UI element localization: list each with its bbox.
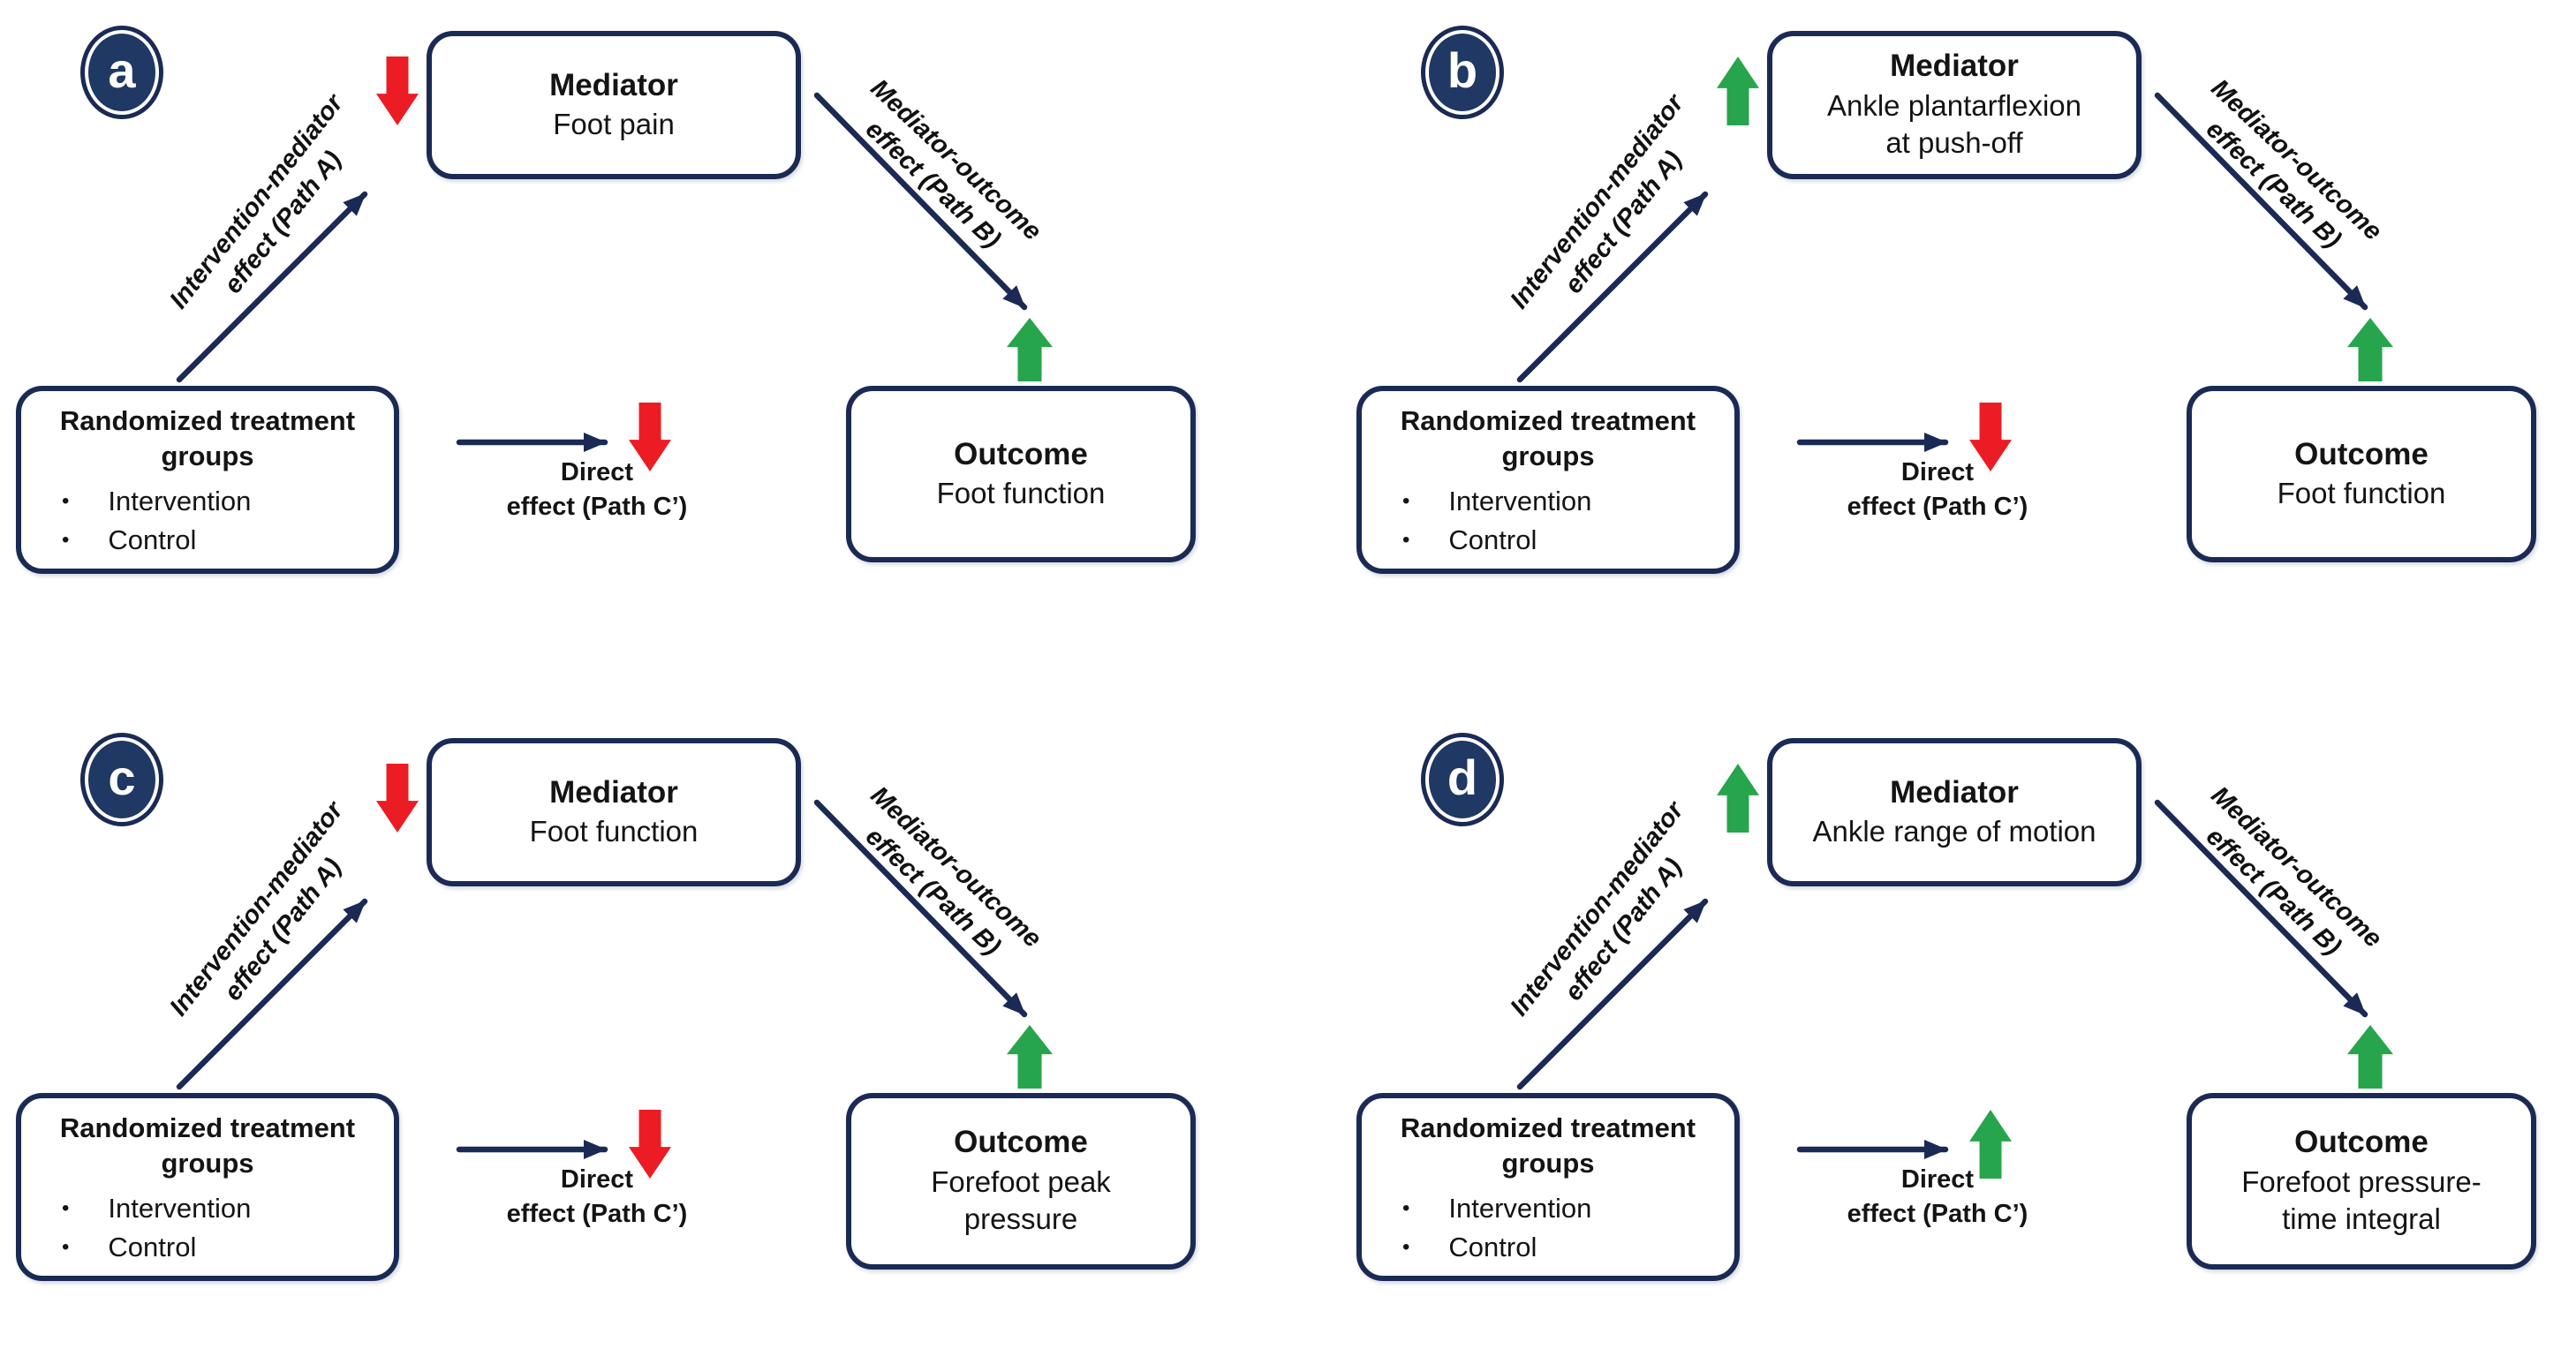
treatment-item-label: Control <box>108 524 197 555</box>
bullet-icon: • <box>62 527 70 552</box>
bullet-icon: • <box>62 1234 70 1259</box>
path-b-arrow <box>813 799 1028 1018</box>
mediator-title: Mediator <box>1890 774 2019 810</box>
mediator-title: Mediator <box>549 774 678 810</box>
treatment-list: • Intervention • Control <box>30 482 385 560</box>
treatment-item-label: Intervention <box>1448 1192 1592 1224</box>
treatment-list: • Intervention • Control <box>30 1189 385 1267</box>
panel-a-letter: a <box>108 42 136 98</box>
panel-d-letter: d <box>1447 750 1478 805</box>
list-item: • Intervention <box>1371 482 1726 521</box>
mediator-variable: Foot pain <box>553 108 675 141</box>
mediator-variable: Ankle range of motion <box>1812 815 2096 848</box>
treatment-item-label: Control <box>1448 524 1537 555</box>
list-item: • Intervention <box>30 482 385 521</box>
panel-c-letter: c <box>108 750 136 805</box>
mediator-title: Mediator <box>1890 49 2019 84</box>
treatment-item-label: Intervention <box>108 1192 252 1224</box>
treatment-item-label: Intervention <box>108 485 252 516</box>
path-a-arrow <box>1516 191 1709 383</box>
mediator-variable: Foot function <box>529 815 699 848</box>
outcome-box: Outcome Foot function <box>2187 386 2536 562</box>
list-item: • Control <box>30 521 385 560</box>
panel-a-path-arrows <box>176 92 1028 452</box>
path-a-arrow <box>176 191 368 383</box>
bullet-icon: • <box>1402 1195 1410 1220</box>
mediator-title: Mediator <box>549 67 678 102</box>
panel-b-badge: b <box>1425 30 1500 115</box>
mediator-box: Mediator Foot function <box>427 738 801 886</box>
panel-d-badge: d <box>1425 737 1500 822</box>
path-a-arrow <box>176 898 368 1090</box>
mediator-box: Mediator Ankle range of motion <box>1767 738 2142 886</box>
outcome-box: Outcome Foot function <box>846 386 1196 562</box>
treatment-item-label: Intervention <box>1448 485 1592 516</box>
treatment-item-label: Control <box>108 1231 197 1262</box>
outcome-title: Outcome <box>954 436 1088 471</box>
outcome-variable: Foot function <box>936 477 1106 510</box>
treatment-item-label: Control <box>1448 1231 1537 1262</box>
path-b-arrow <box>2154 799 2368 1018</box>
panel-c-badge: c <box>85 737 159 822</box>
bullet-icon: • <box>62 1195 70 1220</box>
mediator-box: Mediator Foot pain <box>427 31 801 179</box>
outcome-title: Outcome <box>954 1125 1088 1160</box>
list-item: • Intervention <box>1371 1189 1726 1228</box>
path-b-arrow <box>2154 92 2368 311</box>
path-a-arrow <box>1516 898 1709 1090</box>
bullet-icon: • <box>1402 488 1410 513</box>
outcome-title: Outcome <box>2294 1125 2429 1160</box>
outcome-variable: Foot function <box>2277 477 2446 510</box>
list-item: • Control <box>30 1228 385 1267</box>
outcome-box: Outcome Forefoot pressure-time integral <box>2187 1093 2536 1270</box>
panel-d-path-arrows <box>1516 799 2368 1159</box>
panel-b-path-arrows <box>1516 92 2368 452</box>
treatment-list: • Intervention • Control <box>1371 1189 1726 1267</box>
treatment-list: • Intervention • Control <box>1371 482 1726 560</box>
list-item: • Intervention <box>30 1189 385 1228</box>
outcome-title: Outcome <box>2294 436 2429 471</box>
list-item: • Control <box>1371 521 1726 560</box>
panel-b-letter: b <box>1447 42 1478 98</box>
bullet-icon: • <box>1402 527 1410 552</box>
path-b-arrow <box>813 92 1028 311</box>
list-item: • Control <box>1371 1228 1726 1267</box>
outcome-variable: Forefoot pressure-time integral <box>2241 1165 2482 1236</box>
bullet-icon: • <box>1402 1234 1410 1259</box>
panel-a-badge: a <box>85 30 159 115</box>
bullet-icon: • <box>62 488 70 513</box>
panel-c-path-arrows <box>176 799 1028 1159</box>
